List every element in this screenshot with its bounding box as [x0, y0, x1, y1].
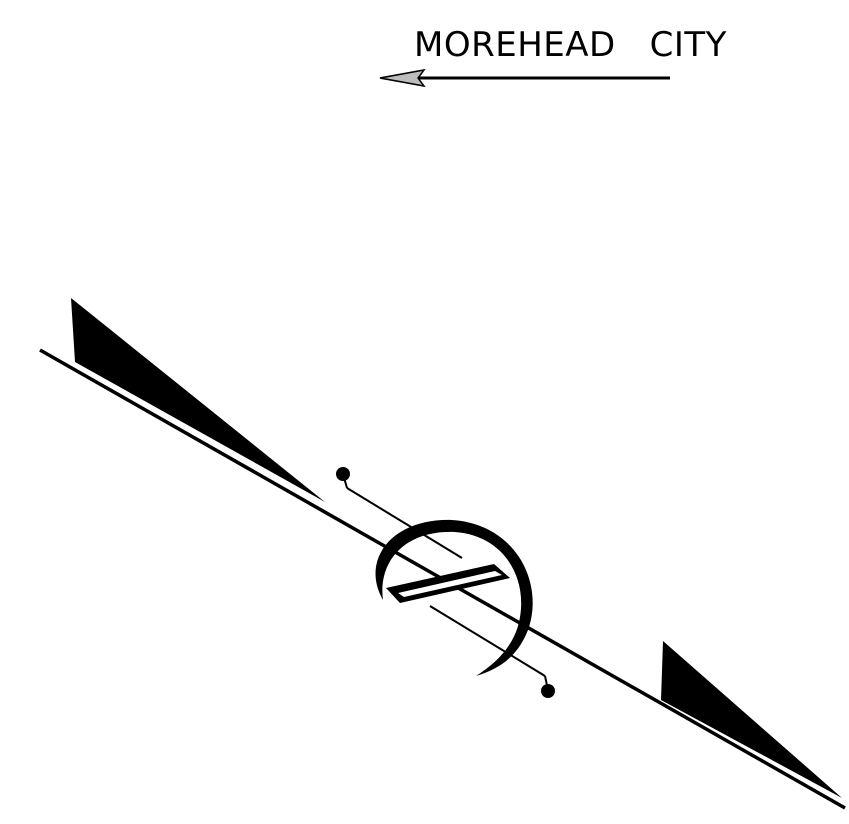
arrow-left-icon: [380, 70, 424, 86]
lower-endpoint-dot: [541, 684, 555, 698]
upper-endpoint-dot: [336, 467, 350, 481]
overpass-bridge: [386, 564, 510, 603]
upper-left-wedge: [71, 298, 325, 502]
direction-arrow: [380, 70, 670, 86]
lower-connector: [430, 606, 555, 698]
